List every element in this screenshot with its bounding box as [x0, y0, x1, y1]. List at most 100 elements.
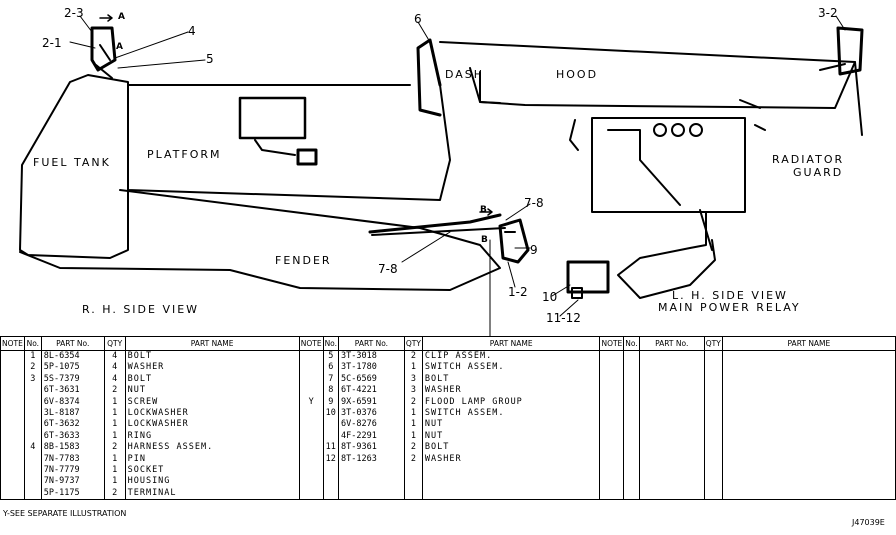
- switch-assembly-right: [836, 26, 864, 76]
- cell-part: 5C-6569: [338, 373, 405, 386]
- dash-outline: [416, 38, 442, 117]
- view-marker-b-top: B: [480, 205, 487, 215]
- cell-no: 8: [322, 385, 340, 397]
- cell-no: 4: [23, 442, 42, 454]
- header-part-no: PART No.: [638, 336, 705, 351]
- cell-part: 7N-9737: [40, 476, 105, 488]
- cell-note: [599, 476, 625, 488]
- cell-note: [599, 385, 625, 397]
- cell-no: [623, 419, 640, 431]
- cell-name: [721, 453, 896, 466]
- cell-no: 12: [322, 453, 340, 466]
- cell-part: 8T-1263: [338, 453, 405, 466]
- parts-table-header: NOTE No. PART No. QTY PART NAME NOTE No.…: [0, 336, 896, 351]
- callout-6: 6: [414, 12, 422, 26]
- view-marker-b-bottom: B: [481, 235, 488, 245]
- cell-note: [0, 350, 25, 363]
- callout-4: 4: [188, 24, 196, 38]
- cell-part: [638, 385, 705, 397]
- cell-note: [599, 362, 625, 374]
- cell-no: [322, 419, 340, 431]
- header-part-name: PART NAME: [124, 336, 300, 351]
- cell-part: [638, 362, 705, 374]
- header-note: NOTE: [0, 336, 25, 351]
- cell-note: [599, 350, 625, 363]
- callout-10: 10: [542, 290, 558, 304]
- cell-qty: [703, 453, 723, 466]
- cell-name: WASHER: [421, 385, 601, 397]
- cell-qty: 1: [403, 430, 423, 443]
- cell-name: [721, 476, 896, 488]
- cell-name: LOCKWASHER: [124, 408, 300, 420]
- cell-part: 8B-1583: [40, 442, 105, 454]
- cell-name: WASHER: [421, 453, 601, 466]
- cell-no: [623, 476, 640, 488]
- cell-qty: 2: [403, 350, 423, 363]
- cell-no: [23, 385, 42, 397]
- cell-no: [623, 465, 640, 477]
- radiator-label: RADIATOR: [772, 153, 845, 166]
- cell-note: [0, 408, 25, 420]
- cell-note: [599, 465, 625, 477]
- cell-part: 4F-2291: [338, 430, 405, 443]
- illustration-id: J47039E: [852, 518, 885, 527]
- cell-no: [23, 396, 42, 409]
- cell-part: 6T-3632: [40, 419, 105, 431]
- cell-note: Y: [298, 396, 324, 409]
- cell-note: [298, 385, 324, 397]
- cell-name: [421, 476, 601, 488]
- callout-1-2: 1-2: [508, 285, 528, 299]
- cell-qty: [703, 487, 723, 501]
- cell-qty: [703, 476, 723, 488]
- cell-no: [23, 453, 42, 466]
- cell-qty: [703, 362, 723, 374]
- cell-note: [599, 373, 625, 386]
- cell-no: 10: [322, 408, 340, 420]
- header-qty: QTY: [103, 336, 126, 351]
- cell-part: 3L-8187: [40, 408, 105, 420]
- header-note: NOTE: [298, 336, 324, 351]
- cell-no: [23, 408, 42, 420]
- cell-name: WASHER: [124, 362, 300, 374]
- cell-qty: 1: [403, 362, 423, 374]
- cell-no: 1: [23, 350, 42, 363]
- header-qty: QTY: [403, 336, 423, 351]
- cell-note: [599, 408, 625, 420]
- cell-note: [0, 442, 25, 454]
- cell-name: NUT: [124, 385, 300, 397]
- cell-note: [298, 476, 324, 488]
- cell-no: 6: [322, 362, 340, 374]
- hood-label: HOOD: [556, 68, 599, 81]
- header-part-name: PART NAME: [421, 336, 601, 351]
- cell-part: [638, 373, 705, 386]
- cell-name: [721, 465, 896, 477]
- parts-table: NOTE No. PART No. QTY PART NAME NOTE No.…: [0, 336, 896, 501]
- cell-note: [599, 419, 625, 431]
- header-part-no: PART No.: [338, 336, 405, 351]
- cell-no: [322, 465, 340, 477]
- cell-name: HARNESS ASSEM.: [124, 442, 300, 454]
- cell-note: [298, 430, 324, 443]
- cell-name: BOLT: [124, 350, 300, 363]
- cell-name: [421, 487, 601, 501]
- cell-part: 8L-6354: [40, 350, 105, 363]
- cell-part: 5P-1175: [40, 487, 105, 501]
- cell-part: [638, 419, 705, 431]
- cell-part: [338, 465, 405, 477]
- cell-no: [23, 419, 42, 431]
- cell-note: [0, 487, 25, 501]
- cell-part: [638, 408, 705, 420]
- cell-note: [298, 453, 324, 466]
- cell-note: [599, 453, 625, 466]
- cell-note: [599, 487, 625, 501]
- cell-part: 7N-7783: [40, 453, 105, 466]
- cell-qty: [703, 442, 723, 454]
- view-marker-a-bottom: A: [116, 42, 123, 52]
- cell-no: 2: [23, 362, 42, 374]
